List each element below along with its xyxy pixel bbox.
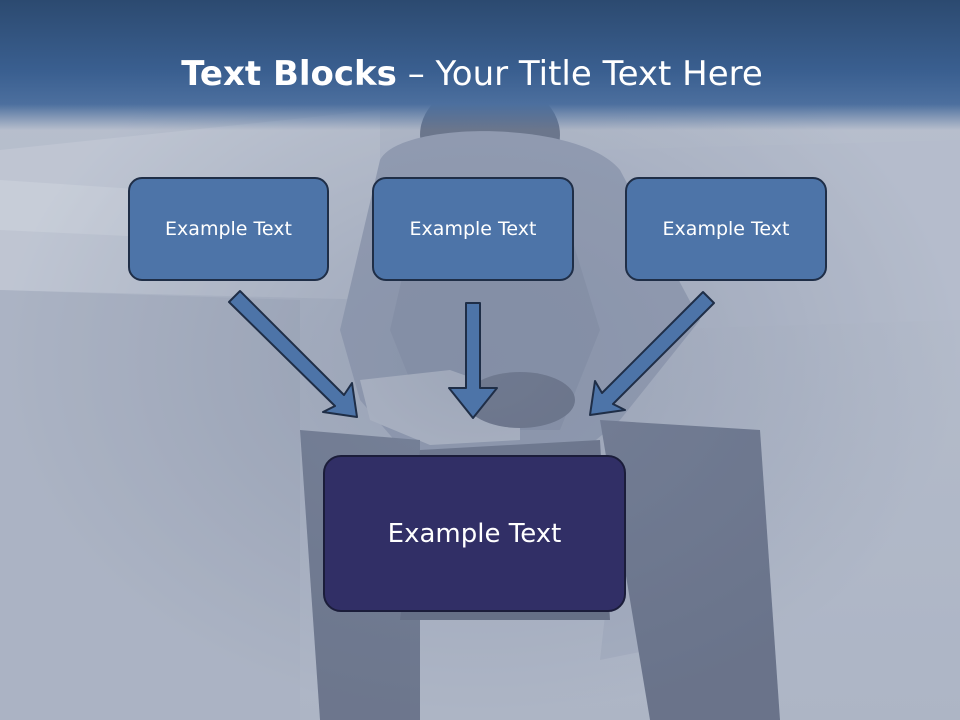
text-block-bottom-label: Example Text bbox=[387, 518, 562, 549]
title-rest-text: Your Title Text Here bbox=[435, 54, 763, 94]
text-block-top-right: Example Text bbox=[625, 177, 827, 281]
title-bar bbox=[0, 0, 960, 130]
text-block-top-left: Example Text bbox=[128, 177, 329, 281]
text-block-bottom: Example Text bbox=[323, 455, 626, 612]
slide-title: Text Blocks – Your Title Text Here bbox=[0, 52, 944, 96]
text-block-top-right-label: Example Text bbox=[662, 218, 790, 240]
text-block-top-center-label: Example Text bbox=[409, 218, 537, 240]
text-block-top-left-label: Example Text bbox=[165, 218, 292, 240]
title-dash: – bbox=[396, 54, 436, 94]
text-block-top-center: Example Text bbox=[372, 177, 574, 281]
title-bold-text: Text Blocks bbox=[181, 54, 397, 94]
